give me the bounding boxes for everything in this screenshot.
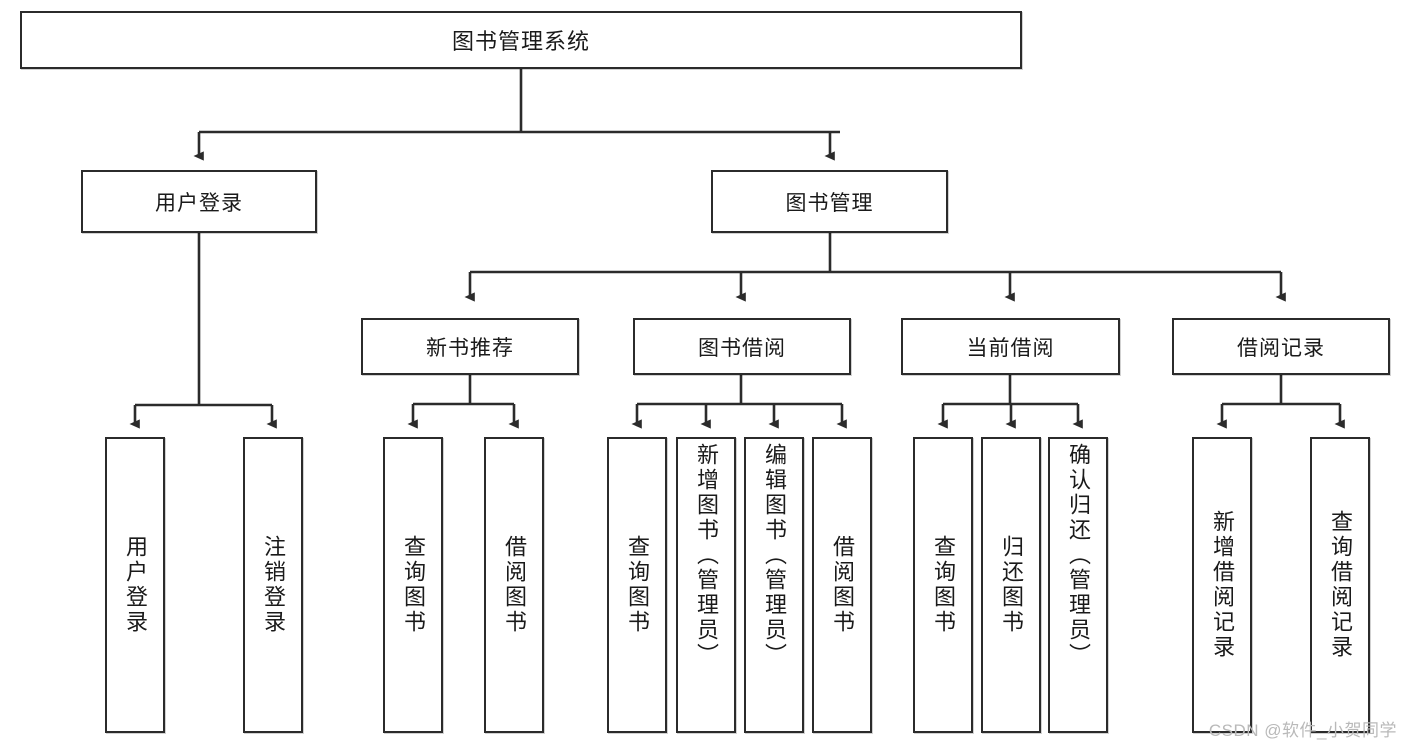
- node-root-library-system[interactable]: 图书管理系统: [20, 11, 1022, 69]
- node-label: 图书管理: [785, 191, 874, 215]
- leaf-user-login-logout[interactable]: 注销登录: [243, 437, 303, 733]
- node-label: 归还图书: [999, 535, 1024, 635]
- node-label: 新增图书（管理员）: [694, 443, 719, 668]
- node-new-book-recommend[interactable]: 新书推荐: [361, 318, 579, 375]
- node-label: 新书推荐: [426, 336, 514, 360]
- leaf-book-borrow-add-book-admin[interactable]: 新增图书（管理员）: [676, 437, 736, 733]
- leaf-borrow-record-add-record[interactable]: 新增借阅记录: [1192, 437, 1252, 733]
- node-label: 用户登录: [123, 535, 148, 635]
- leaf-user-login-login[interactable]: 用户登录: [105, 437, 165, 733]
- node-label: 当前借阅: [966, 336, 1055, 360]
- node-label: 查询图书: [401, 535, 426, 635]
- leaf-book-borrow-query-book[interactable]: 查询图书: [607, 437, 667, 733]
- leaf-book-borrow-borrow-book[interactable]: 借阅图书: [812, 437, 872, 733]
- leaf-current-borrow-query-book[interactable]: 查询图书: [913, 437, 973, 733]
- node-label: 编辑图书（管理员）: [762, 443, 787, 668]
- node-book-borrow[interactable]: 图书借阅: [633, 318, 851, 375]
- node-book-management[interactable]: 图书管理: [711, 170, 948, 233]
- node-label: 新增借阅记录: [1210, 510, 1235, 660]
- node-label: 图书管理系统: [451, 29, 590, 54]
- node-label: 确认归还（管理员）: [1066, 443, 1091, 668]
- node-label: 借阅记录: [1237, 336, 1325, 360]
- node-label: 图书借阅: [698, 336, 786, 360]
- csdn-watermark: CSDN @软件_小贺同学: [1208, 721, 1397, 740]
- leaf-current-borrow-confirm-return-admin[interactable]: 确认归还（管理员）: [1048, 437, 1108, 733]
- node-user-login[interactable]: 用户登录: [81, 170, 317, 233]
- leaf-borrow-record-query-record[interactable]: 查询借阅记录: [1310, 437, 1370, 733]
- node-label: 查询图书: [931, 535, 956, 635]
- node-borrow-record[interactable]: 借阅记录: [1172, 318, 1390, 375]
- leaf-book-borrow-edit-book-admin[interactable]: 编辑图书（管理员）: [744, 437, 804, 733]
- node-label: 借阅图书: [502, 535, 527, 635]
- node-label: 查询图书: [625, 535, 650, 635]
- node-current-borrow[interactable]: 当前借阅: [901, 318, 1120, 375]
- leaf-new-book-query-book[interactable]: 查询图书: [383, 437, 443, 733]
- node-label: 注销登录: [261, 535, 286, 635]
- node-label: 用户登录: [155, 191, 243, 215]
- node-label: 借阅图书: [830, 535, 855, 635]
- node-label: 查询借阅记录: [1328, 510, 1353, 660]
- leaf-current-borrow-return-book[interactable]: 归还图书: [981, 437, 1041, 733]
- leaf-new-book-borrow-book[interactable]: 借阅图书: [484, 437, 544, 733]
